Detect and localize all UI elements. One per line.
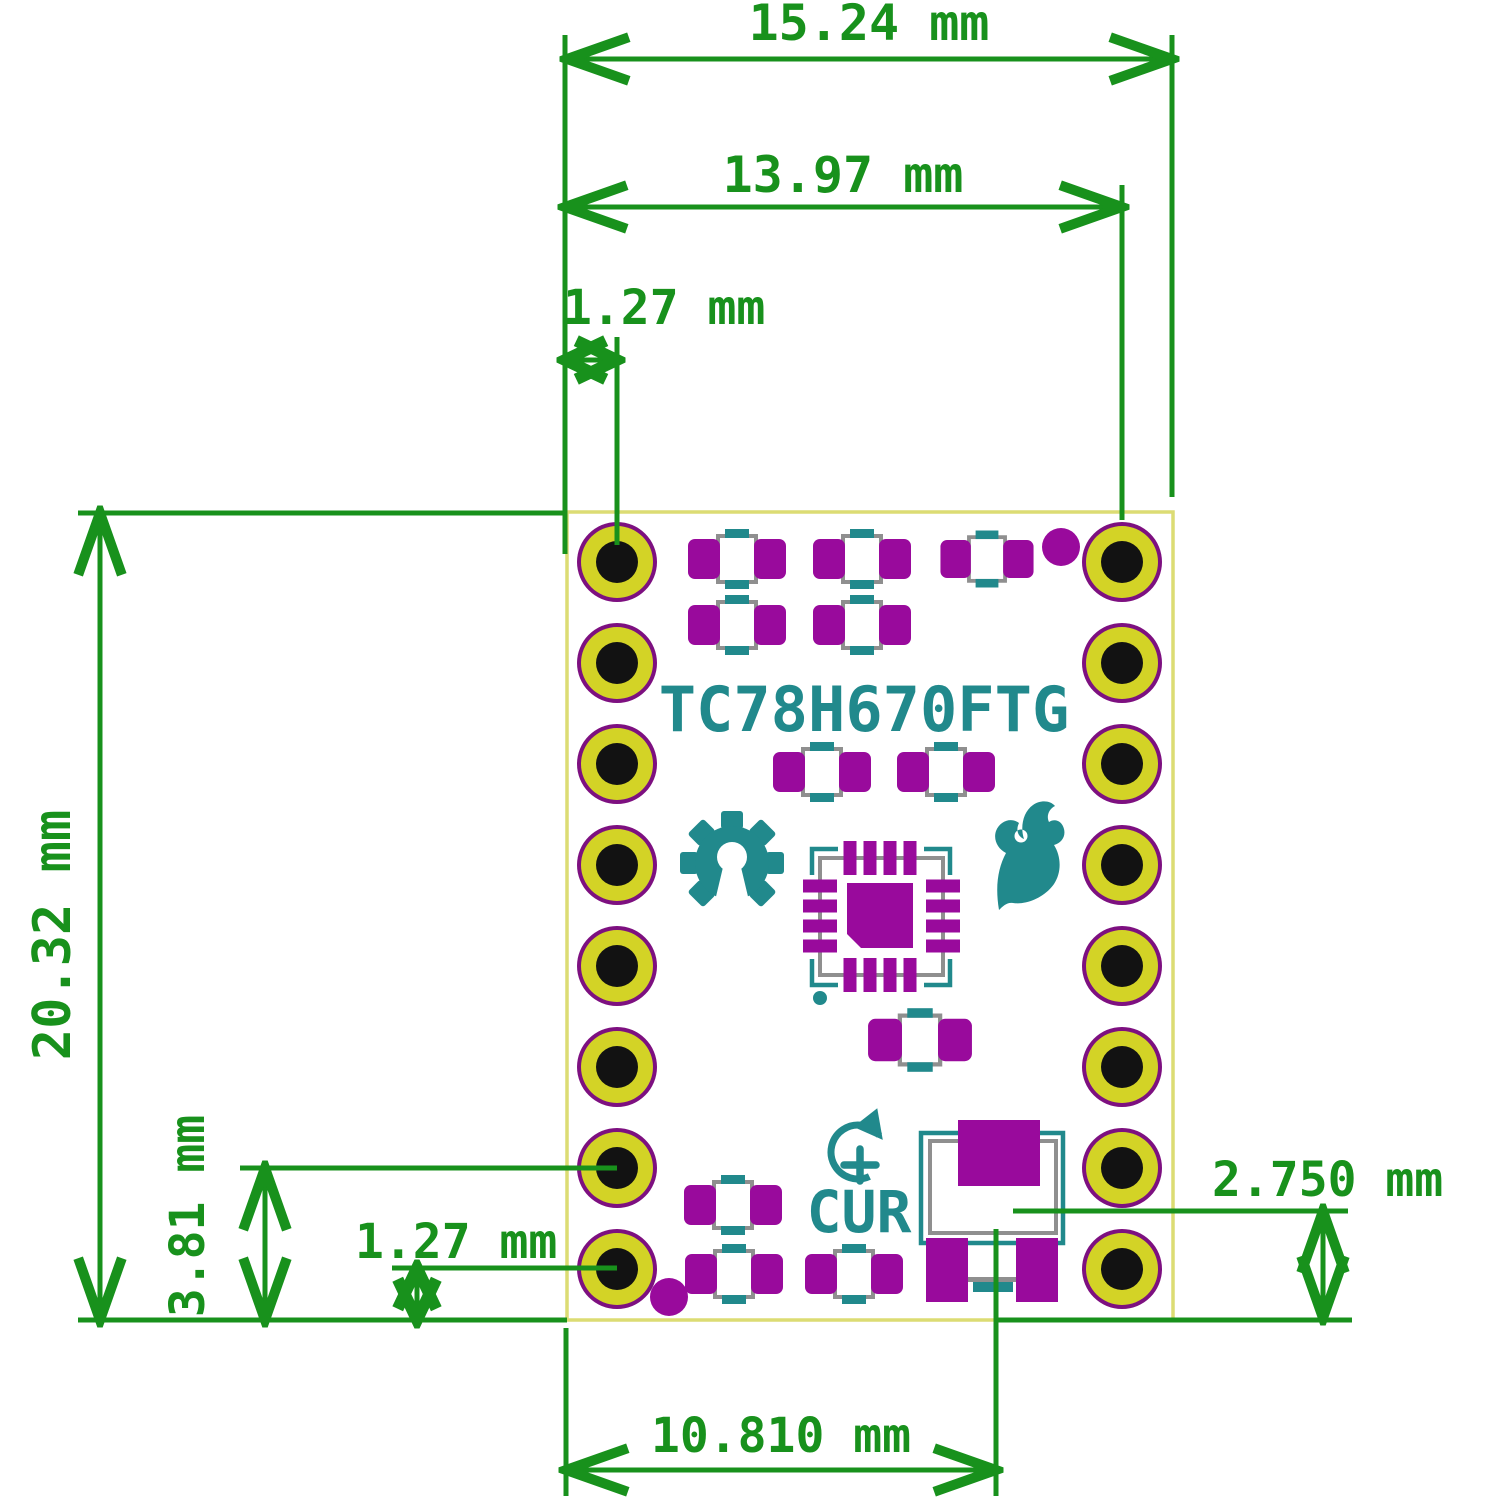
- through-hole-pad: [577, 1027, 657, 1107]
- through-hole-pad: [1082, 522, 1162, 602]
- courtyard-corners: [809, 846, 953, 988]
- trimmer-footprint: [918, 1120, 1066, 1302]
- through-hole-pad: [577, 724, 657, 804]
- dim-pad-inset-bottom: 1.27 mm: [355, 1214, 557, 1270]
- through-hole-pad: [577, 623, 657, 703]
- qfn-ic-footprint: [803, 841, 960, 1005]
- dim-board-height: 20.32 mm: [23, 810, 83, 1060]
- oshw-gear-icon: [680, 811, 784, 907]
- through-hole-pad: [577, 825, 657, 905]
- through-hole-pad: [1082, 825, 1162, 905]
- dim-trimmer-span: 10.810 mm: [651, 1408, 911, 1464]
- through-hole-pad: [1082, 1128, 1162, 1208]
- dim-trimmer-offset: 2.750 mm: [1212, 1152, 1443, 1208]
- dim-pad-span: 13.97 mm: [723, 146, 964, 204]
- through-hole-pad: [577, 926, 657, 1006]
- part-number-label: TC78H670FTG: [659, 673, 1070, 746]
- dimension-labels: 15.24 mm 13.97 mm 1.27 mm 20.32 mm 3.81 …: [23, 0, 1443, 1464]
- sparkfun-flame-icon: [995, 801, 1065, 910]
- dim-board-width: 15.24 mm: [749, 0, 990, 52]
- dimension-lines: [78, 35, 1352, 1496]
- through-hole-pad: [1082, 926, 1162, 1006]
- through-hole-pad: [1082, 724, 1162, 804]
- cur-label: CUR: [807, 1178, 912, 1246]
- through-hole-pad: [1082, 1229, 1162, 1309]
- fiducial-dot-top-right: [1042, 528, 1080, 566]
- dim-pad-inset-top: 1.27 mm: [563, 280, 765, 336]
- through-hole-pad: [1082, 623, 1162, 703]
- fiducial-dot-bottom-left: [650, 1278, 688, 1316]
- rotation-direction-icon: [827, 1108, 883, 1185]
- pin1-marker-dot: [813, 991, 827, 1005]
- dim-pad-bottom-offset: 3.81 mm: [160, 1115, 216, 1317]
- pcb-board: TC78H670FTG: [565, 510, 1175, 1322]
- through-hole-pad: [1082, 1027, 1162, 1107]
